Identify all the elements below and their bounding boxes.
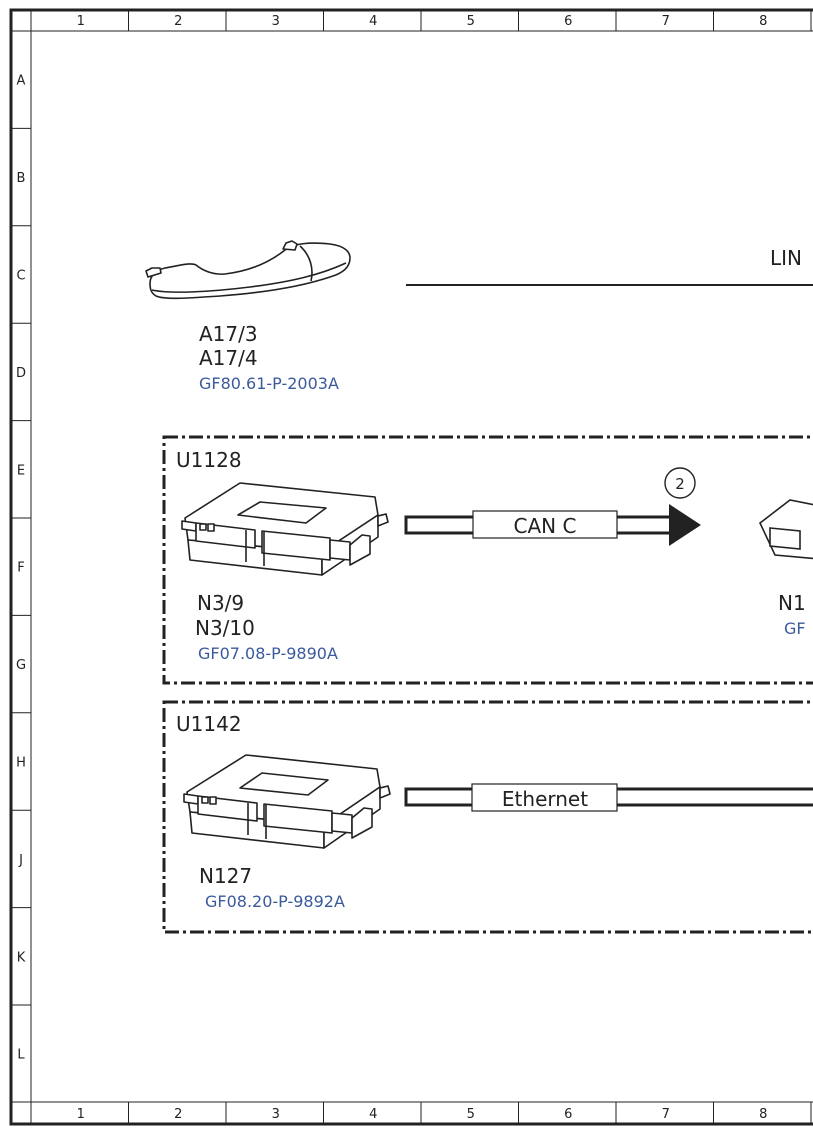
unit-pins xyxy=(201,796,217,805)
control-unit-icon xyxy=(183,754,391,849)
component-label: A17/3 xyxy=(199,322,258,346)
unit-connector xyxy=(181,520,197,532)
column-label: 5 xyxy=(467,1107,475,1122)
column-label: 6 xyxy=(564,14,572,29)
column-label: 6 xyxy=(564,1107,572,1122)
column-label: 8 xyxy=(759,14,767,29)
unit-connector xyxy=(183,793,199,805)
group-boundary xyxy=(162,700,813,934)
column-label: 4 xyxy=(369,14,377,29)
row-label: A xyxy=(17,74,26,89)
callout-circle xyxy=(664,467,696,499)
partial-unit-connector xyxy=(769,527,801,550)
row-label: D xyxy=(16,366,26,381)
unit-top-panel xyxy=(239,772,329,796)
can-c-bus: CAN C 2 xyxy=(404,467,701,546)
row-label: K xyxy=(17,950,26,965)
partial-unit-right xyxy=(759,499,813,560)
group-label: U1128 xyxy=(176,448,242,472)
column-label: 7 xyxy=(662,1107,670,1122)
bus-label-box xyxy=(472,510,618,539)
callout-number: 2 xyxy=(675,475,685,493)
row-ticks: A B C D E F G H J K L xyxy=(11,74,31,1063)
row-label: B xyxy=(17,171,26,186)
column-label: 1 xyxy=(77,1107,85,1122)
column-label: 8 xyxy=(759,1107,767,1122)
unit-pins xyxy=(199,523,215,532)
unit-connector xyxy=(331,812,353,834)
group-u1128: U1128 N3/9 N3/10 GF07.08-P-9890A CAN C xyxy=(162,435,813,685)
unit-connector xyxy=(329,539,351,561)
handle-seam xyxy=(299,245,313,282)
ethernet-bus: Ethernet xyxy=(404,783,813,812)
column-label: 1 xyxy=(77,14,85,29)
unit-connector xyxy=(261,530,331,561)
component-label: A17/4 xyxy=(199,346,258,370)
row-label: F xyxy=(17,561,24,576)
component-label-partial: N1 xyxy=(778,591,806,615)
column-label: 2 xyxy=(174,1107,182,1122)
unit-mount-tab xyxy=(379,785,391,799)
component-label: N3/10 xyxy=(195,616,255,640)
row-label: L xyxy=(17,1048,25,1063)
column-label: 4 xyxy=(369,1107,377,1122)
handle-clip-right xyxy=(282,240,298,251)
door-handle-icon xyxy=(145,240,351,300)
row-label: E xyxy=(17,463,25,478)
column-label: 2 xyxy=(174,14,182,29)
can-c-bus-label: CAN C xyxy=(514,514,577,538)
row-label: C xyxy=(16,269,25,284)
reference-link[interactable]: GF08.20-P-9892A xyxy=(205,892,345,911)
ethernet-bus-label: Ethernet xyxy=(502,787,588,811)
column-label: 5 xyxy=(467,14,475,29)
column-ticks: 1 1 2 2 3 3 4 4 5 5 6 6 7 7 8 8 xyxy=(77,10,812,1124)
handle-body xyxy=(149,242,351,300)
reference-link[interactable]: GF07.08-P-9890A xyxy=(198,644,338,663)
row-label: G xyxy=(16,658,26,673)
handle-edge xyxy=(151,262,347,293)
column-label: 7 xyxy=(662,14,670,29)
reference-link[interactable]: GF80.61-P-2003A xyxy=(199,374,339,393)
component-label: N3/9 xyxy=(197,591,244,615)
unit-connector xyxy=(263,803,333,834)
outer-border xyxy=(9,8,813,1126)
component-label: N127 xyxy=(199,864,252,888)
unit-connector xyxy=(351,807,373,839)
door-handle-component: A17/3 A17/4 GF80.61-P-2003A LIN xyxy=(145,240,813,393)
group-boundary xyxy=(162,435,813,685)
drawing-frame: 1 1 2 2 3 3 4 4 5 5 6 6 7 7 8 8 A B C D E F G H J K L xyxy=(9,8,813,1126)
group-u1142: U1142 N127 GF08.20-P-9892A Ethernet xyxy=(162,700,813,934)
unit-connector xyxy=(349,534,371,566)
handle-clip-left xyxy=(145,267,162,278)
reference-link-partial[interactable]: GF xyxy=(784,619,806,638)
column-label: 3 xyxy=(272,1107,280,1122)
row-label: J xyxy=(18,853,23,868)
inner-border xyxy=(30,30,813,1103)
unit-top-panel xyxy=(237,501,327,524)
unit-mount-tab xyxy=(377,513,389,527)
row-label: H xyxy=(16,756,26,771)
group-label: U1142 xyxy=(176,712,242,736)
control-unit-icon xyxy=(181,482,389,576)
lin-bus-label: LIN xyxy=(770,246,802,270)
bus-arrowhead xyxy=(669,504,701,546)
bus-label-box xyxy=(471,783,618,812)
column-label: 3 xyxy=(272,14,280,29)
